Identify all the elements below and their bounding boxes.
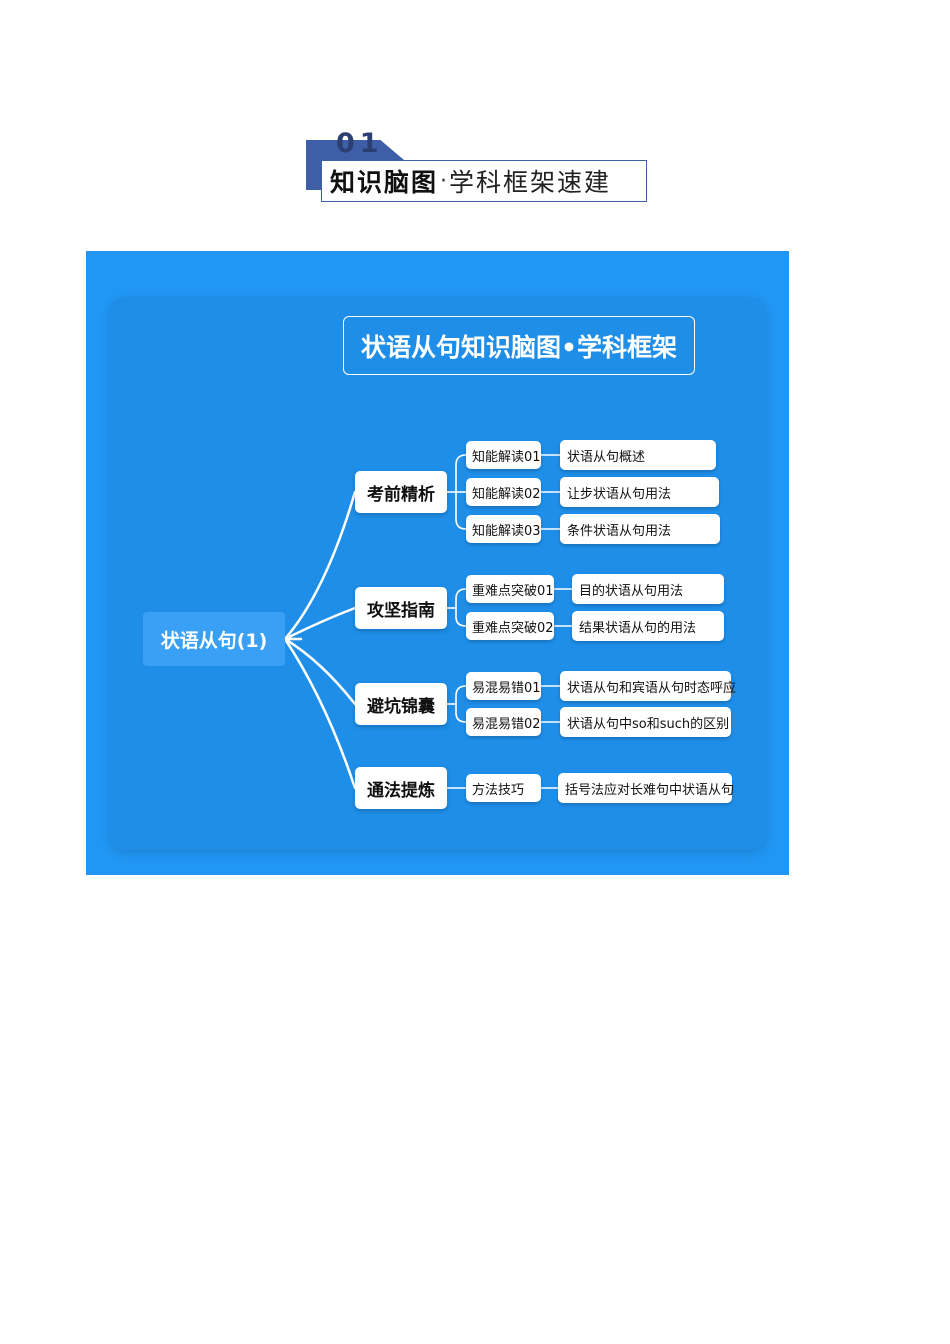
connector-root-branch-4 [283,637,357,790]
branch-node-1: 考前精析 [355,471,447,513]
leaf-node-2-2: 结果状语从句的用法 [572,611,724,641]
leaf-node-1-3: 条件状语从句用法 [560,514,720,544]
leaf-node-3-1: 状语从句和宾语从句时态呼应 [560,671,736,701]
section-number: 01 [336,128,384,159]
leaf-node-1-2: 让步状语从句用法 [560,477,719,507]
section-title-separator: · [440,168,448,194]
section-title-box: 知识脑图 · 学科框架速建 [321,160,647,202]
connector-lines [281,454,572,790]
mind-map-title: 状语从句知识脑图•学科框架 [343,316,695,375]
leaf-node-3-2: 状语从句中so和such的区别 [560,707,731,737]
sub-node-1-3: 知能解读03 [466,515,541,543]
sub-node-3-1: 易混易错01 [466,672,541,700]
leaf-node-1-1: 状语从句概述 [560,440,716,470]
connector-root-branch-2 [283,606,357,641]
root-node: 状语从句(1) [143,612,285,666]
leaf-node-2-1: 目的状语从句用法 [572,574,724,604]
leaf-node-4-1: 括号法应对长难句中状语从句 [558,773,734,803]
mind-map-card [110,297,766,849]
section-header: 01 知识脑图 · 学科框架速建 [306,128,651,206]
mind-map: 状语从句知识脑图•学科框架 [86,251,789,875]
sub-node-3-2: 易混易错02 [466,708,541,736]
connector-root-branch-1 [283,490,357,641]
sub-node-2-1: 重难点突破01 [466,575,554,603]
sub-node-2-2: 重难点突破02 [466,612,554,640]
connector-root-branch-3 [283,637,357,706]
section-title-bold: 知识脑图 [330,168,439,197]
sub-node-1-2: 知能解读02 [466,478,541,506]
branch-node-4: 通法提炼 [355,767,447,809]
sub-node-4-1: 方法技巧 [466,774,541,802]
sub-node-1-1: 知能解读01 [466,441,541,469]
branch-node-2: 攻坚指南 [355,587,447,629]
branch-node-3: 避坑锦囊 [355,683,447,725]
section-title-light: 学科框架速建 [449,168,612,197]
